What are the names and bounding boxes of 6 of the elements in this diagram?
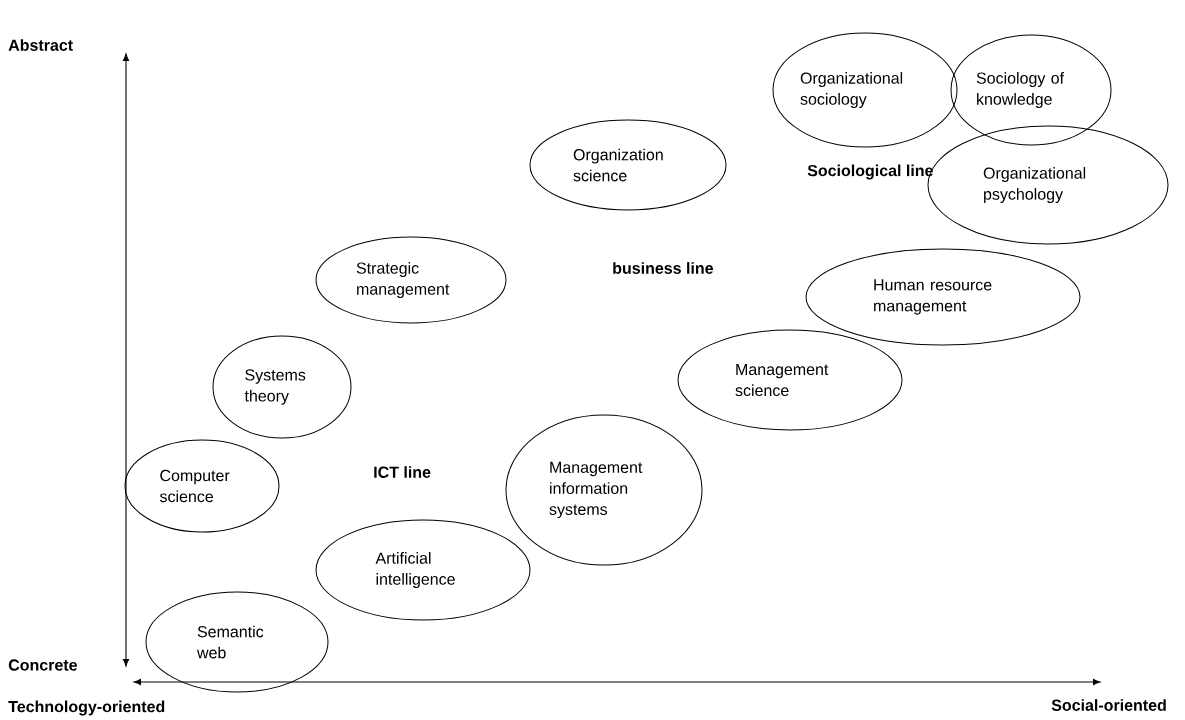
axis-label: Technology-oriented (8, 700, 165, 716)
axis-label: ICT line (374, 466, 431, 478)
axis-label: Concrete (8, 659, 77, 671)
axis-label: Social-oriented (1051, 699, 1166, 711)
axis-label: Abstract (8, 39, 73, 51)
axis-label: business line (613, 262, 713, 274)
